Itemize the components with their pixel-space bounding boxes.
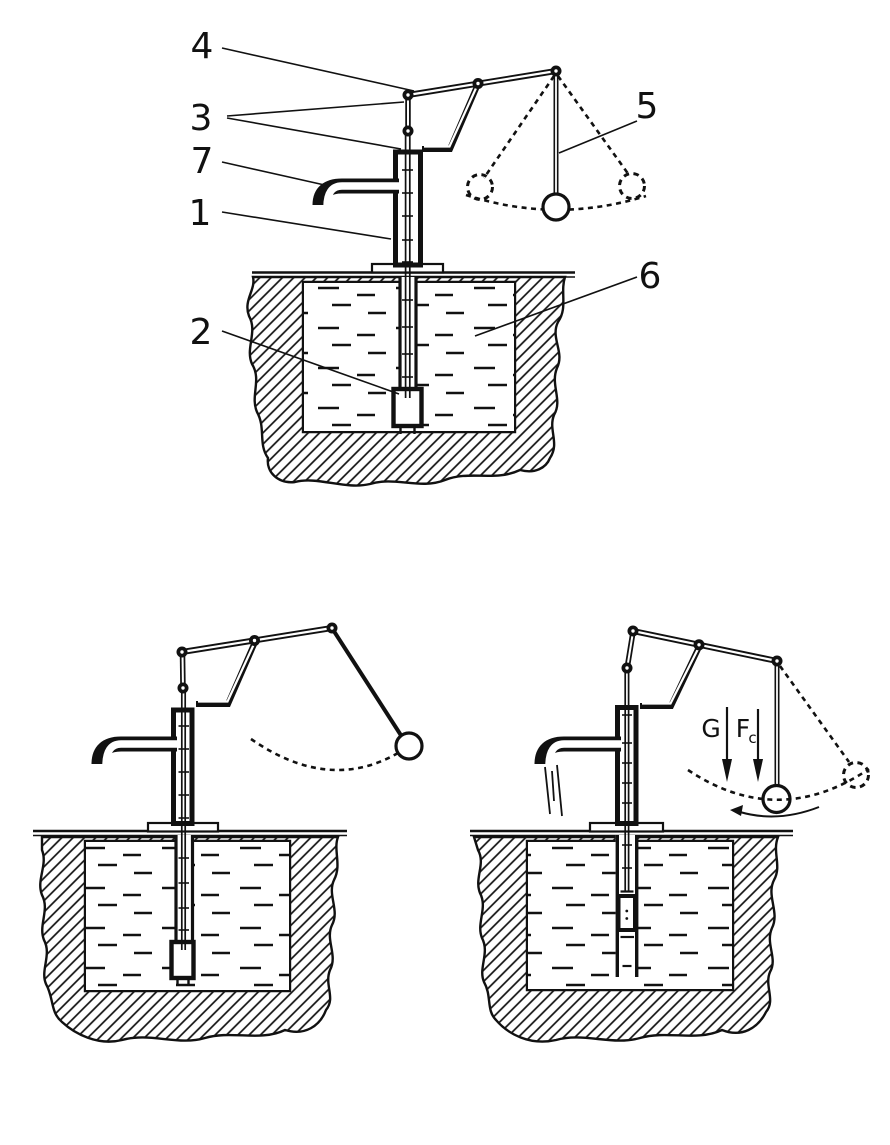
swing-arc bbox=[465, 193, 647, 212]
pendulum-top bbox=[541, 74, 571, 222]
support-link-bore bbox=[642, 648, 699, 705]
force-label-fc: F bbox=[736, 714, 750, 743]
piston bbox=[616, 894, 637, 932]
pivot-joint-centers bbox=[406, 69, 558, 133]
diagram-bottom-left bbox=[33, 622, 424, 1043]
pendulum-rod bbox=[331, 629, 406, 742]
pump-bottom-right bbox=[534, 670, 665, 977]
force-label-fc-sub: c bbox=[748, 729, 756, 747]
swing-limit-line-left bbox=[482, 75, 556, 179]
force-label-g: G bbox=[701, 714, 720, 743]
spout-bore bbox=[323, 182, 400, 208]
linkage-bottom-left bbox=[176, 622, 338, 707]
lever-arm-bore bbox=[632, 629, 778, 663]
pump-body bbox=[615, 705, 639, 826]
piston-dot bbox=[625, 909, 629, 913]
linkage-top bbox=[402, 65, 562, 152]
pump-rod bbox=[622, 670, 632, 892]
linkage-bottom-right bbox=[621, 625, 783, 709]
leader-line-6 bbox=[474, 276, 638, 337]
leader-line-4 bbox=[221, 47, 415, 92]
pendulum-bottom-left bbox=[331, 629, 424, 761]
support-link-bore bbox=[424, 85, 479, 148]
annotations-top: 4 3 7 1 2 5 6 bbox=[189, 26, 662, 395]
leader-line-1 bbox=[221, 211, 392, 240]
riser-pipe-fill bbox=[174, 835, 194, 942]
support-link bbox=[640, 645, 702, 709]
pendulum-bottom-right bbox=[687, 663, 870, 818]
diagram-bottom-right: G F c bbox=[470, 625, 870, 1043]
leader-line-2 bbox=[221, 330, 400, 395]
pump-cylinder bbox=[391, 386, 424, 429]
pendulum-bob-ghost-right bbox=[842, 761, 870, 789]
leader-line-5 bbox=[558, 120, 638, 154]
centrifugal-arrowhead bbox=[753, 759, 763, 782]
pivot-joint-centers bbox=[180, 626, 334, 690]
ref-label-5: 5 bbox=[636, 86, 659, 127]
ref-label-3: 3 bbox=[190, 98, 213, 139]
leader-line-3a bbox=[226, 101, 405, 117]
pump-bottom-left bbox=[91, 689, 220, 986]
pump-rod bbox=[178, 689, 189, 950]
pump-body bbox=[393, 149, 423, 268]
piston-dot bbox=[625, 917, 629, 920]
pivot-joint-centers bbox=[625, 629, 779, 670]
pendulum-bob bbox=[394, 731, 424, 761]
swing-direction-arrowhead bbox=[730, 805, 743, 816]
diagram-top: 4 3 7 1 2 5 6 bbox=[189, 26, 662, 487]
swing-direction-arrow bbox=[739, 806, 820, 818]
force-annotations: G F c bbox=[701, 707, 763, 782]
spout-bore bbox=[545, 740, 622, 767]
ref-label-4: 4 bbox=[191, 26, 214, 67]
pump-top bbox=[312, 133, 445, 434]
swing-limit-line bbox=[778, 665, 851, 763]
riser-pipe-fill bbox=[398, 277, 418, 390]
leader-line-7 bbox=[221, 161, 330, 187]
pendulum-swing-top bbox=[465, 75, 647, 212]
gravity-arrowhead bbox=[722, 759, 732, 782]
ref-label-2: 2 bbox=[190, 312, 213, 353]
swing-arc bbox=[250, 737, 399, 772]
swing-arc bbox=[687, 767, 870, 801]
pendulum-bob-ghost-left bbox=[466, 173, 494, 201]
water-stream bbox=[544, 764, 563, 817]
pendulum-bob bbox=[541, 192, 571, 222]
pendulum-bob-ghost-right bbox=[618, 172, 646, 200]
pendulum-bob bbox=[761, 783, 792, 815]
support-link-bore bbox=[198, 643, 255, 703]
pump-rod bbox=[402, 133, 413, 398]
ref-label-7: 7 bbox=[191, 141, 214, 182]
ref-label-1: 1 bbox=[189, 193, 212, 234]
pump-body bbox=[171, 707, 195, 826]
spout-bore bbox=[102, 740, 178, 767]
ref-label-6: 6 bbox=[639, 256, 662, 297]
swing-limit-line-right bbox=[556, 75, 631, 176]
leader-line-3b bbox=[226, 117, 402, 150]
